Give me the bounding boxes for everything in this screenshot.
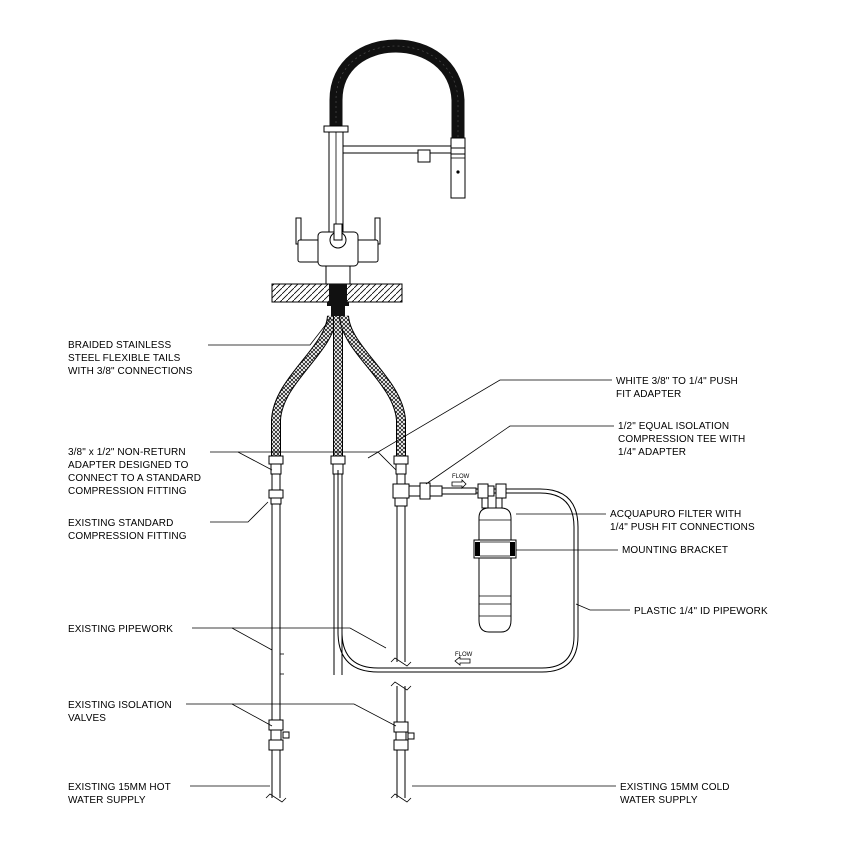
svg-text:WITH 3/8" CONNECTIONS: WITH 3/8" CONNECTIONS bbox=[68, 366, 193, 377]
label-filter: ACQUAPURO FILTER WITH 1/4" PUSH FIT CONN… bbox=[610, 509, 755, 533]
svg-text:STEEL FLEXIBLE TAILS: STEEL FLEXIBLE TAILS bbox=[68, 353, 181, 364]
svg-text:FIT ADAPTER: FIT ADAPTER bbox=[616, 389, 681, 400]
spout-hose bbox=[329, 39, 465, 138]
hot-isolation-valve bbox=[268, 719, 290, 751]
label-white-adapter: WHITE 3/8" TO 1/4" PUSH FIT ADAPTER bbox=[616, 376, 738, 400]
hot-pipe bbox=[265, 473, 290, 803]
svg-text:PLASTIC 1/4" ID PIPEWORK: PLASTIC 1/4" ID PIPEWORK bbox=[634, 606, 768, 617]
label-hot-supply: EXISTING 15MM HOT WATER SUPPLY bbox=[68, 782, 171, 806]
label-non-return-adapter: 3/8" x 1/2" NON-RETURN ADAPTER DESIGNED … bbox=[68, 447, 201, 497]
svg-text:WHITE 3/8" TO 1/4" PUSH: WHITE 3/8" TO 1/4" PUSH bbox=[616, 376, 738, 387]
spout-head bbox=[450, 137, 466, 199]
flow-indicator-top: FLOW bbox=[451, 474, 470, 489]
isolation-tee bbox=[392, 482, 477, 500]
label-cold-supply: EXISTING 15MM COLD WATER SUPPLY bbox=[620, 782, 730, 806]
label-existing-pipework: EXISTING PIPEWORK bbox=[68, 624, 173, 635]
plastic-pipework bbox=[337, 470, 579, 673]
svg-text:EXISTING ISOLATION: EXISTING ISOLATION bbox=[68, 700, 172, 711]
label-plastic-pipework: PLASTIC 1/4" ID PIPEWORK bbox=[634, 606, 768, 617]
mounting-bracket bbox=[473, 539, 517, 559]
white-push-fit-adapter bbox=[441, 487, 477, 495]
svg-text:EXISTING STANDARD: EXISTING STANDARD bbox=[68, 518, 173, 529]
flow-indicator-bottom: FLOW bbox=[454, 652, 473, 666]
cold-isolation-valve bbox=[393, 721, 415, 751]
leader-lines bbox=[186, 317, 630, 787]
svg-text:1/4" ADAPTER: 1/4" ADAPTER bbox=[618, 447, 686, 458]
flow-label: FLOW bbox=[452, 474, 470, 480]
svg-text:1/2" EQUAL ISOLATION: 1/2" EQUAL ISOLATION bbox=[618, 421, 729, 432]
kitchen-tap bbox=[295, 39, 466, 285]
svg-text:ACQUAPURO FILTER WITH: ACQUAPURO FILTER WITH bbox=[610, 509, 741, 520]
label-existing-compression: EXISTING STANDARD COMPRESSION FITTING bbox=[68, 518, 187, 542]
worktop bbox=[271, 283, 403, 316]
tail-fittings bbox=[268, 455, 409, 475]
svg-text:1/4" PUSH FIT CONNECTIONS: 1/4" PUSH FIT CONNECTIONS bbox=[610, 522, 755, 533]
svg-text:ADAPTER DESIGNED TO: ADAPTER DESIGNED TO bbox=[68, 460, 189, 471]
svg-text:COMPRESSION TEE WITH: COMPRESSION TEE WITH bbox=[618, 434, 745, 445]
svg-text:EXISTING 15MM COLD: EXISTING 15MM COLD bbox=[620, 782, 730, 793]
hot-compression-fitting bbox=[268, 489, 284, 499]
cold-pipe bbox=[390, 473, 477, 803]
svg-text:COMPRESSION FITTING: COMPRESSION FITTING bbox=[68, 486, 187, 497]
svg-text:EXISTING 15MM HOT: EXISTING 15MM HOT bbox=[68, 782, 171, 793]
svg-text:COMPRESSION FITTING: COMPRESSION FITTING bbox=[68, 531, 187, 542]
svg-text:VALVES: VALVES bbox=[68, 713, 106, 724]
svg-text:WATER SUPPLY: WATER SUPPLY bbox=[68, 795, 146, 806]
svg-text:3/8" x 1/2" NON-RETURN: 3/8" x 1/2" NON-RETURN bbox=[68, 447, 186, 458]
spout-arm bbox=[339, 145, 452, 154]
label-isolation-valves: EXISTING ISOLATION VALVES bbox=[68, 700, 172, 724]
braided-tails bbox=[271, 315, 406, 458]
svg-text:WATER SUPPLY: WATER SUPPLY bbox=[620, 795, 698, 806]
label-bracket: MOUNTING BRACKET bbox=[622, 545, 728, 556]
label-braided-tails: BRAIDED STAINLESS STEEL FLEXIBLE TAILS W… bbox=[68, 340, 193, 377]
flow-arrow-left-icon bbox=[454, 656, 471, 666]
acquapuro-filter bbox=[473, 483, 517, 633]
svg-text:CONNECT TO A STANDARD: CONNECT TO A STANDARD bbox=[68, 473, 201, 484]
svg-text:BRAIDED STAINLESS: BRAIDED STAINLESS bbox=[68, 340, 171, 351]
svg-text:MOUNTING BRACKET: MOUNTING BRACKET bbox=[622, 545, 728, 556]
label-isolation-tee: 1/2" EQUAL ISOLATION COMPRESSION TEE WIT… bbox=[618, 421, 745, 458]
flow-arrow-right-icon bbox=[451, 479, 467, 489]
flow-label: FLOW bbox=[455, 652, 473, 658]
svg-text:EXISTING PIPEWORK: EXISTING PIPEWORK bbox=[68, 624, 173, 635]
